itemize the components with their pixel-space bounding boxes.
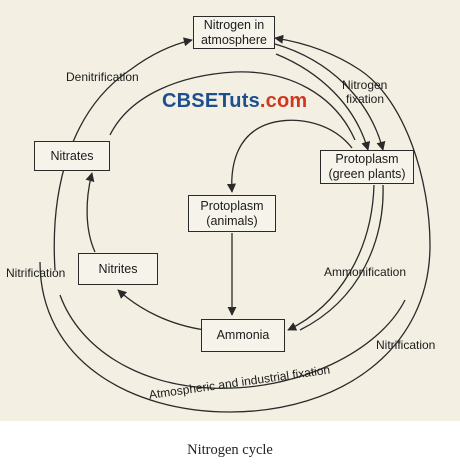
node-atmosphere: Nitrogen in atmosphere (193, 16, 275, 49)
nitrogen-fixation-arrow-2 (275, 53, 371, 151)
node-nitrites-label: Nitrites (98, 261, 138, 276)
figure-caption: Nitrogen cycle (187, 442, 273, 458)
node-atmosphere-line2: atmosphere (200, 32, 267, 47)
node-nitrates: Nitrates (34, 141, 110, 171)
watermark-part2: Tuts (218, 90, 260, 112)
node-atmosphere-line1: Nitrogen in (203, 17, 265, 32)
label-ammonification: Ammonification (324, 265, 407, 279)
ammonification-arrow (287, 184, 375, 331)
node-ammonia-label: Ammonia (216, 328, 270, 342)
nitrogen-fixation-arrow-1 (274, 43, 386, 151)
label-nitrogen-fixation-line1: Nitrogen (342, 78, 388, 92)
node-protoplasm-animals-line1: Protoplasm (200, 198, 264, 213)
watermark-part1: CBSE (162, 90, 219, 112)
nitrification-right-arc (299, 184, 384, 331)
label-nitrogen-fixation-line2: fixation (346, 92, 385, 106)
nitrites-to-nitrates-arrow (85, 172, 96, 253)
nitrification-left-arc (59, 294, 406, 389)
node-protoplasm-animals: Protoplasm (animals) (188, 195, 276, 232)
cycle-arrows (39, 34, 431, 413)
watermark-part3: .com (259, 90, 308, 112)
ammonia-to-nitrites-arrow (117, 289, 206, 331)
label-nitrification-left: Nitrification (6, 266, 66, 280)
denitrification-inner-arc (109, 71, 356, 141)
atmospheric-fixation-arrow (39, 34, 431, 413)
label-nitrification-right: Nitrification (376, 338, 436, 352)
label-denitrification: Denitrification (66, 70, 139, 84)
node-protoplasm-plants-line2: (green plants) (328, 167, 406, 181)
node-nitrites: Nitrites (78, 253, 158, 285)
node-nitrates-label: Nitrates (50, 148, 94, 163)
denitrification-arrow (53, 37, 193, 271)
node-ammonia: Ammonia (201, 319, 285, 352)
node-protoplasm-plants: Protoplasm (green plants) (320, 150, 414, 184)
node-protoplasm-plants-line1: Protoplasm (335, 152, 399, 166)
node-protoplasm-animals-line2: (animals) (206, 213, 258, 228)
plants-to-animals-arrow (226, 119, 353, 193)
watermark-logo: CBSETuts.com (162, 90, 307, 113)
